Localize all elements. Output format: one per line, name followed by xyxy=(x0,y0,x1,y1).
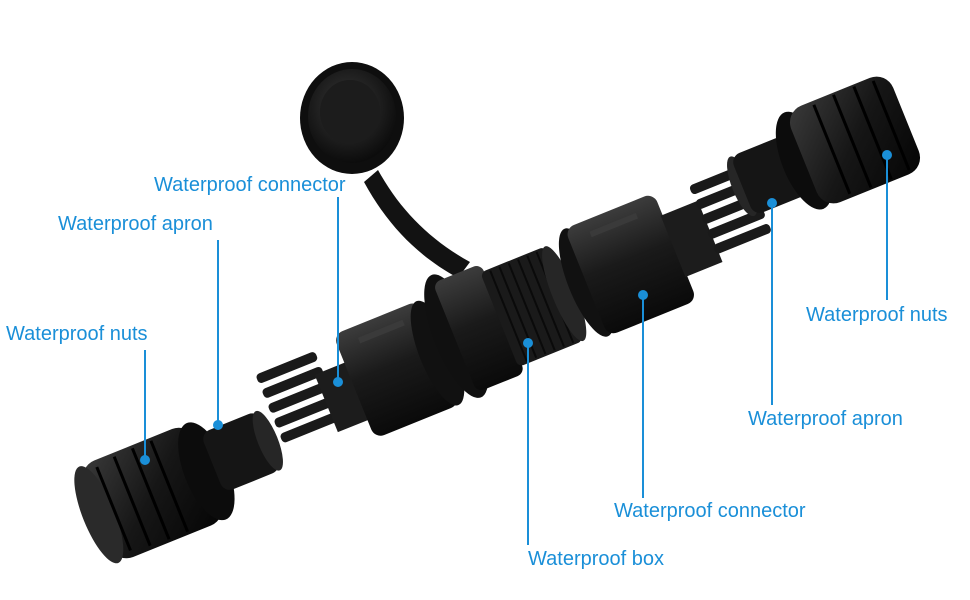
label-left-connector: Waterproof connector xyxy=(154,174,346,196)
dot-right-nuts xyxy=(882,150,892,160)
dust-cap xyxy=(300,62,404,174)
left-waterproof-nut xyxy=(74,422,235,564)
label-left-apron: Waterproof apron xyxy=(58,213,213,235)
dot-left-connector xyxy=(333,377,343,387)
label-right-nuts: Waterproof nuts xyxy=(806,304,948,326)
dot-box xyxy=(523,338,533,348)
dot-right-apron xyxy=(767,198,777,208)
dot-right-connector xyxy=(638,290,648,300)
dot-left-apron xyxy=(213,420,223,430)
dot-left-nuts xyxy=(140,455,150,465)
left-collet-fingers xyxy=(256,352,342,443)
label-right-connector: Waterproof connector xyxy=(614,500,806,522)
cap-strap xyxy=(364,170,470,278)
right-connector-body xyxy=(558,195,723,337)
label-box: Waterproof box xyxy=(528,548,664,570)
left-connector-body xyxy=(314,300,465,436)
left-waterproof-apron xyxy=(203,410,283,490)
waterproof-box xyxy=(424,246,587,398)
label-right-apron: Waterproof apron xyxy=(748,408,903,430)
label-left-nuts: Waterproof nuts xyxy=(6,323,148,345)
